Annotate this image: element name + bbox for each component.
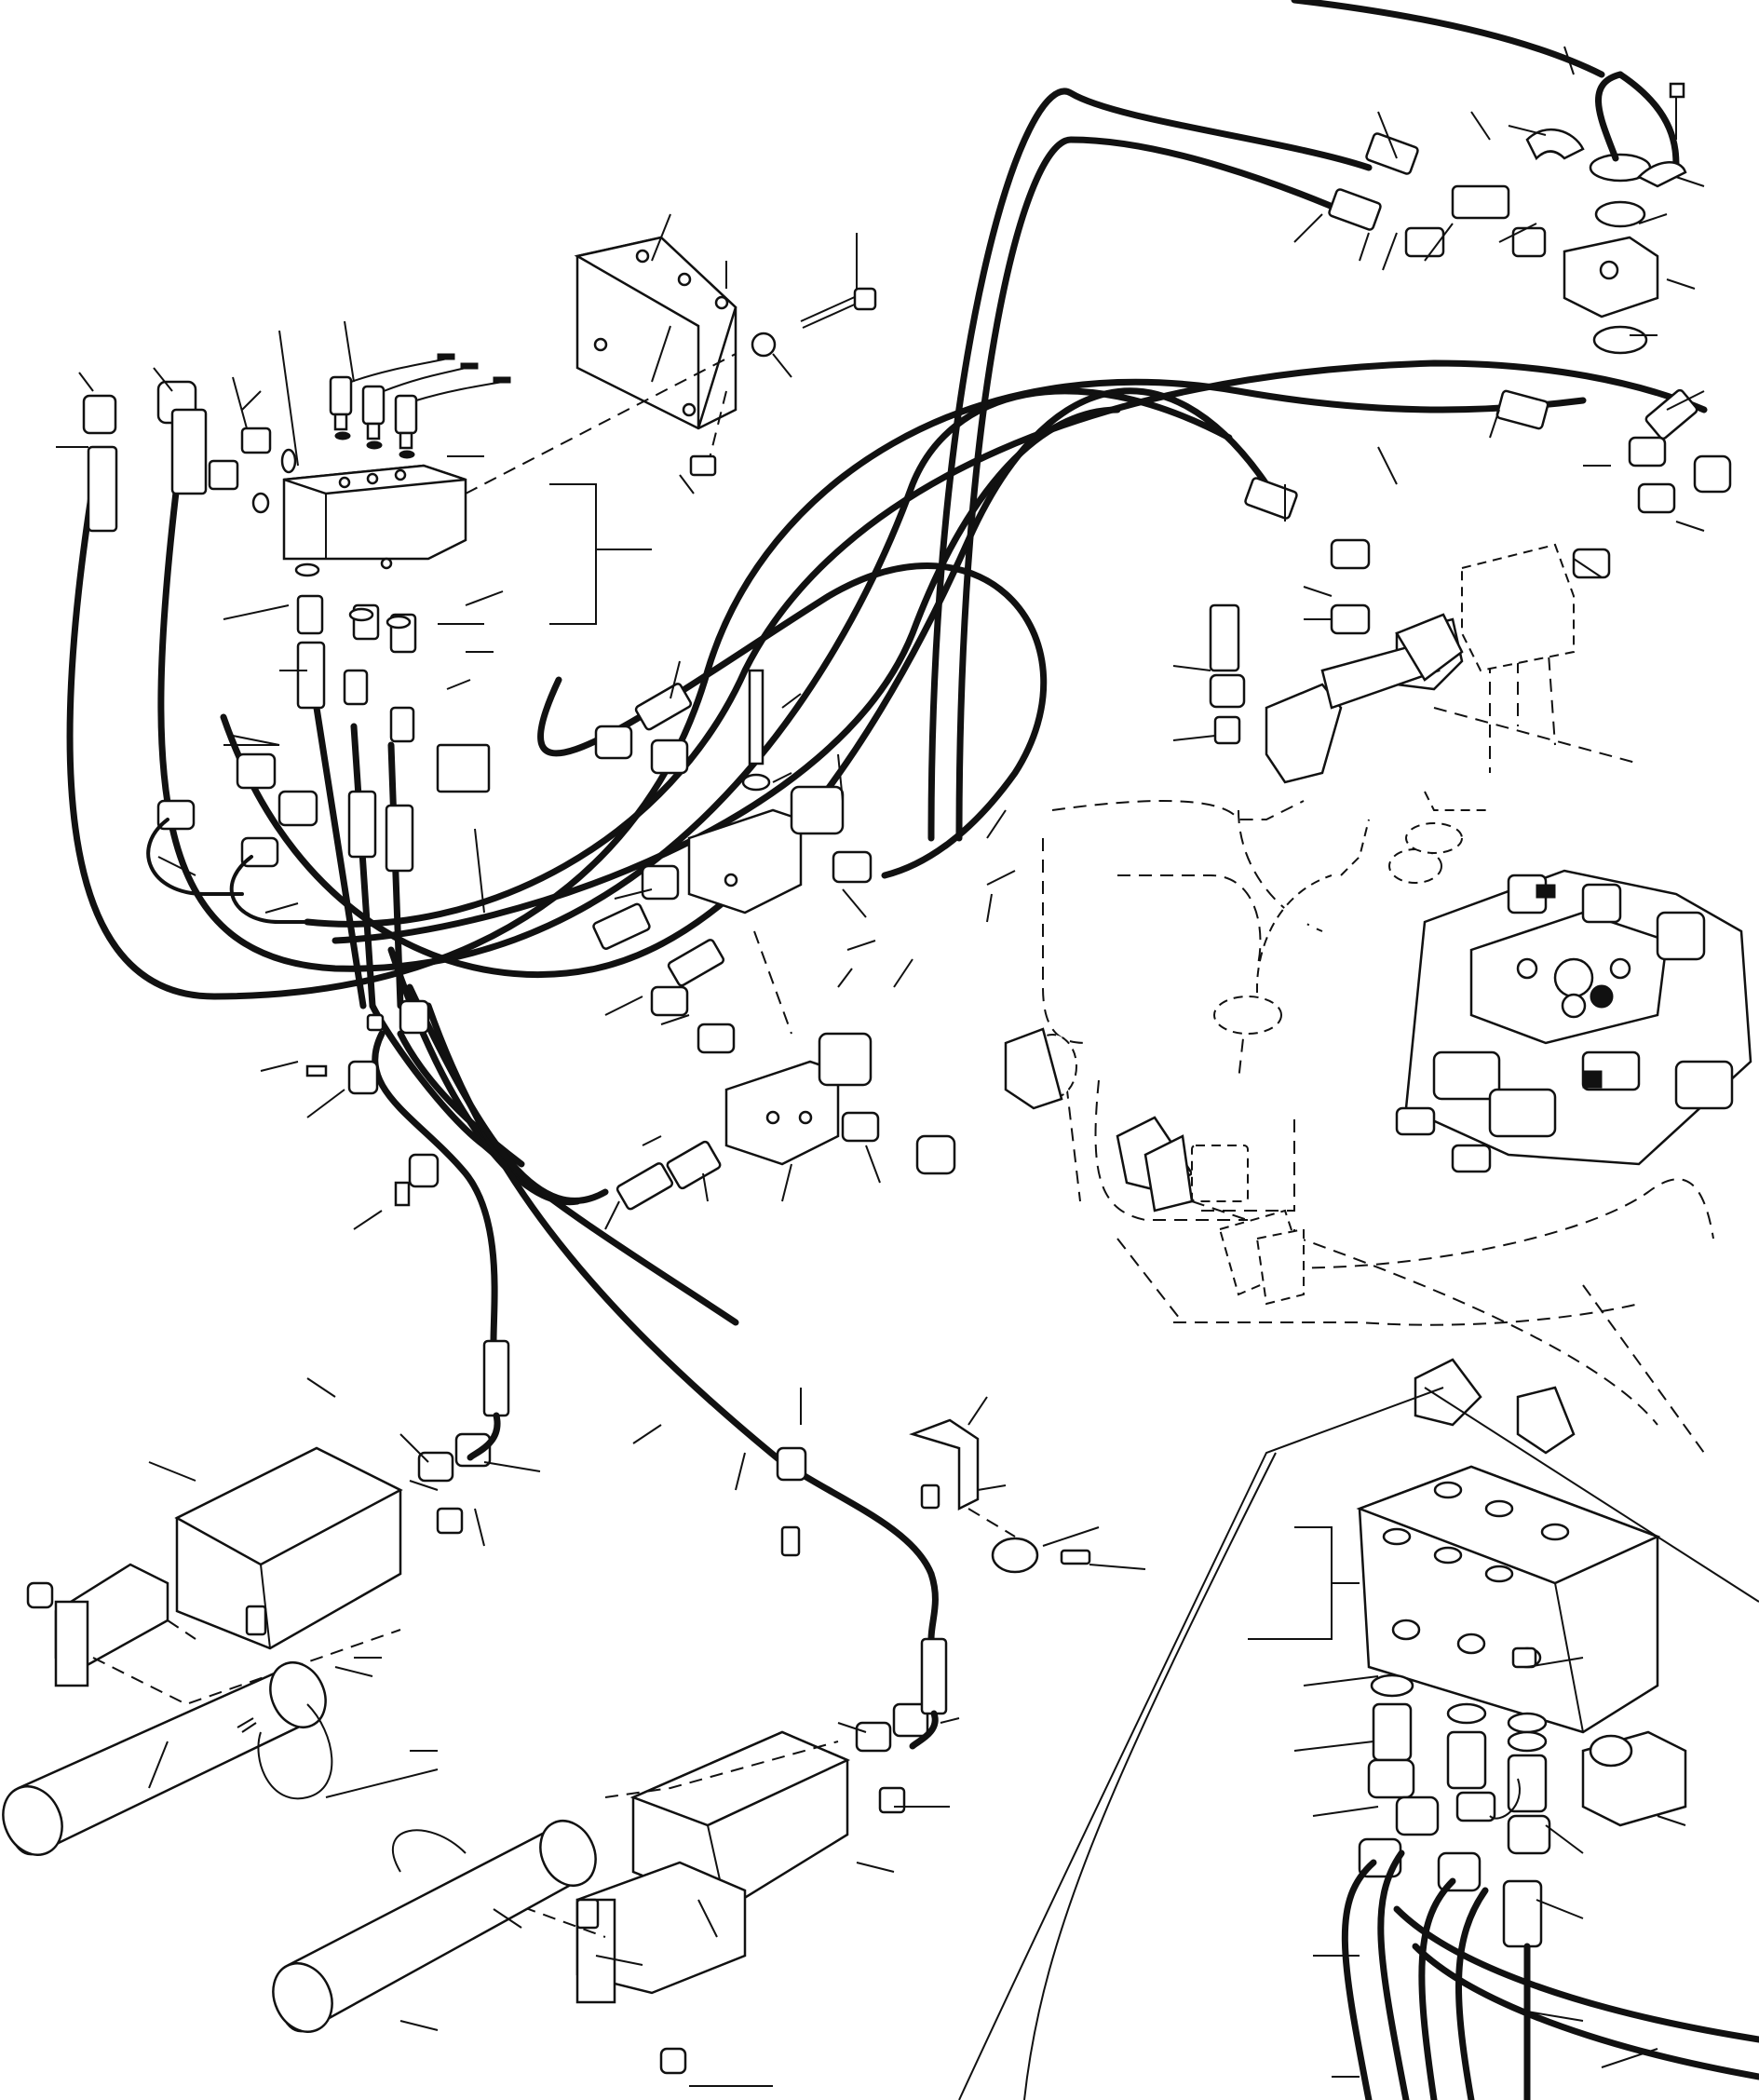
right-handle-control — [272, 1418, 1091, 2075]
part-leader-lines — [56, 46, 1705, 2087]
mounting-bracket — [465, 236, 877, 495]
manifold-block-assembly — [82, 353, 652, 1207]
control-valve-body — [1395, 869, 1752, 1173]
upper-fittings — [1209, 71, 1732, 784]
manifold-detail-inset — [958, 1387, 1759, 2100]
pressure-switch-icon — [329, 353, 511, 459]
pilot-valve-upper — [592, 669, 845, 950]
left-handle-control — [2, 1339, 510, 1856]
pilot-valve-lower — [616, 850, 956, 1211]
main-control-valve — [1004, 543, 1752, 1455]
